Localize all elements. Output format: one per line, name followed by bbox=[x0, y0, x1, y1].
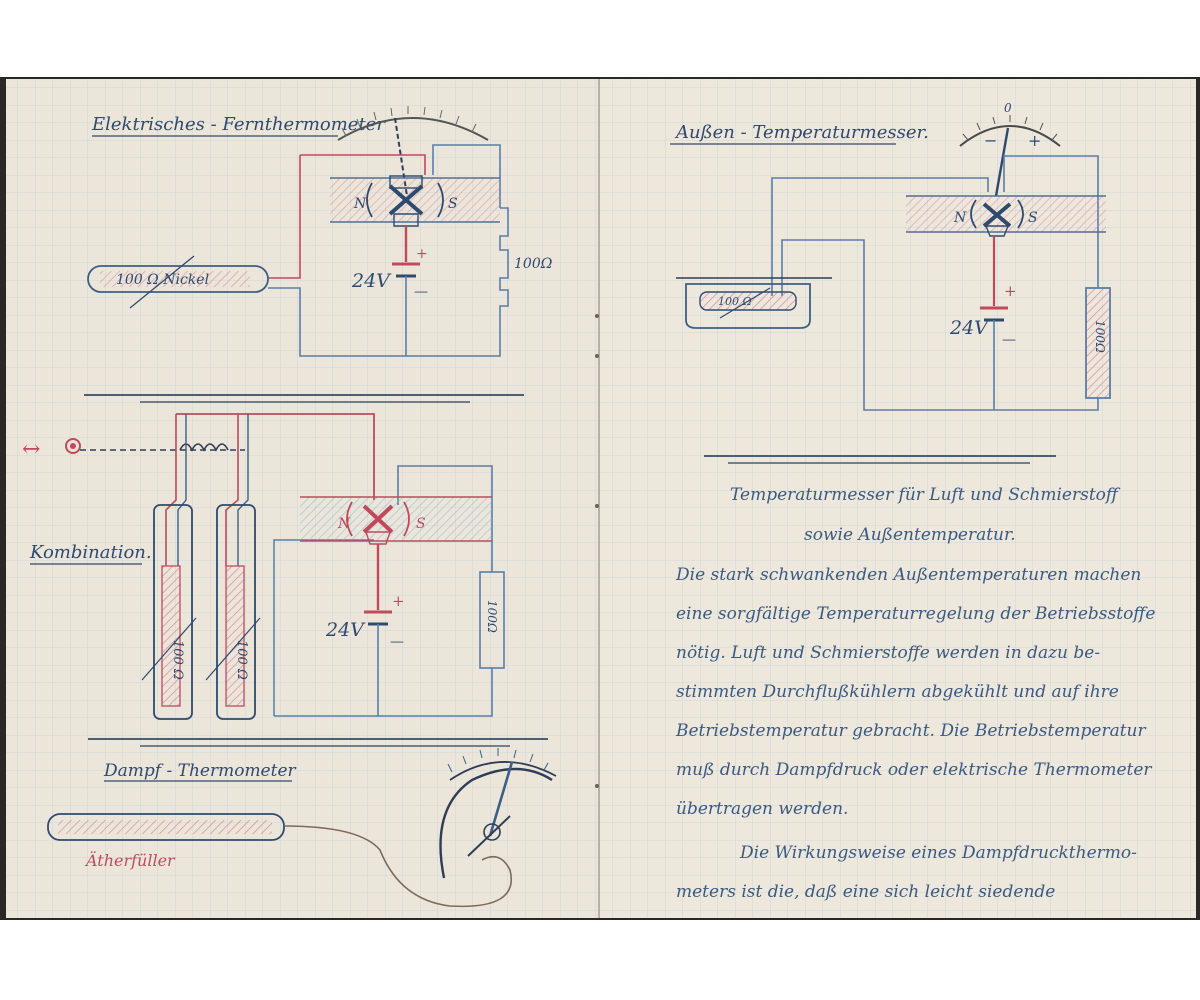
paragraph1-line2: eine sorgfältige Temperaturregelung der … bbox=[676, 604, 1155, 624]
text-heading-line2: sowie Außentemperatur. bbox=[804, 525, 1016, 545]
scale-plus: + bbox=[1028, 131, 1041, 150]
right-voltage: 24V bbox=[949, 317, 990, 339]
right-resistor bbox=[1085, 287, 1111, 399]
battery-minus: — bbox=[414, 284, 428, 300]
paragraph1-line6: muß durch Dampfdruck oder elektrische Th… bbox=[676, 760, 1152, 780]
scale-zero: 0 bbox=[1004, 101, 1012, 115]
right-plus: + bbox=[1004, 282, 1017, 300]
combination-pole-n: N bbox=[337, 516, 351, 532]
outside-probe-label: 100 Ω bbox=[718, 295, 752, 308]
outside-temperature-title: Außen - Temperaturmesser. bbox=[674, 122, 929, 143]
right-gauge-scale bbox=[959, 125, 1061, 147]
scale-minus: − bbox=[984, 131, 997, 150]
paragraph1-line7: übertragen werden. bbox=[676, 799, 848, 819]
combination-voltage: 24V bbox=[325, 619, 366, 641]
paragraph1-line3: nötig. Luft und Schmierstoffe werden in … bbox=[676, 643, 1100, 663]
right-pole-s: S bbox=[1028, 210, 1038, 226]
text-heading-line1: Temperaturmesser für Luft und Schmiersto… bbox=[730, 485, 1121, 505]
outside-temperature-diagram: Außen - Temperaturmesser. 0 − + N S + — … bbox=[670, 101, 1111, 464]
vapor-bulb bbox=[47, 813, 285, 841]
paragraph2-line2: meters ist die, daß eine sich leicht sie… bbox=[676, 882, 1055, 902]
pole-s-label: S bbox=[448, 196, 458, 212]
resistance-label: 100Ω bbox=[514, 256, 553, 272]
nickel-resistor-probe bbox=[87, 265, 269, 293]
paragraph1-line5: Betriebstemperatur gebracht. Die Betrieb… bbox=[675, 721, 1146, 741]
gauge-scale bbox=[337, 117, 489, 141]
right-gauge-needle bbox=[994, 127, 1010, 197]
combination-minus: — bbox=[390, 634, 404, 650]
ether-filling-label: Ätherfüller bbox=[84, 850, 176, 870]
electric-thermometer-diagram: Elektrisches - Fernthermometer N S + — 2… bbox=[84, 106, 553, 403]
tube-a-label: 100 Ω bbox=[170, 640, 185, 680]
combination-resistance: 100Ω bbox=[485, 600, 499, 633]
combination-resistor bbox=[479, 571, 505, 669]
right-minus: — bbox=[1002, 332, 1016, 348]
right-page-text: Temperaturmesser für Luft und Schmiersto… bbox=[675, 485, 1155, 902]
resistor-tube-b bbox=[216, 504, 256, 720]
pole-n-label: N bbox=[353, 196, 367, 212]
paragraph1-line4: stimmten Durchflußkühlern abgekühlt und … bbox=[676, 682, 1119, 702]
capillary-tube bbox=[283, 825, 512, 908]
electric-thermometer-title: Elektrisches - Fernthermometer bbox=[91, 114, 386, 135]
right-resistance: 100Ω bbox=[1093, 320, 1107, 353]
pushrod-arrow: ↔ bbox=[22, 437, 40, 462]
paragraph1-line1: Die stark schwankenden Außentemperaturen… bbox=[675, 565, 1141, 585]
battery-voltage: 24V bbox=[351, 270, 392, 292]
combination-pole-s: S bbox=[416, 516, 426, 532]
outside-probe-housing bbox=[685, 283, 811, 329]
right-pole-n: N bbox=[953, 210, 967, 226]
combination-title: Kombination. bbox=[29, 542, 152, 563]
combination-plus: + bbox=[392, 592, 405, 610]
vapor-thermometer-title: Dampf - Thermometer bbox=[103, 761, 297, 781]
combination-diagram: ↔ Kombination. 100 Ω 100 Ω N S bbox=[22, 413, 548, 747]
battery-plus: + bbox=[416, 246, 428, 262]
paragraph2-line1: Die Wirkungsweise eines Dampfdruckthermo… bbox=[739, 843, 1137, 863]
nickel-resistor-label: 100 Ω Nickel bbox=[116, 272, 209, 288]
tube-b-label: 100 Ω bbox=[234, 640, 249, 680]
vapor-thermometer-diagram: Dampf - Thermometer Ätherfüller bbox=[47, 748, 557, 908]
resistor-tube-a bbox=[153, 504, 193, 720]
